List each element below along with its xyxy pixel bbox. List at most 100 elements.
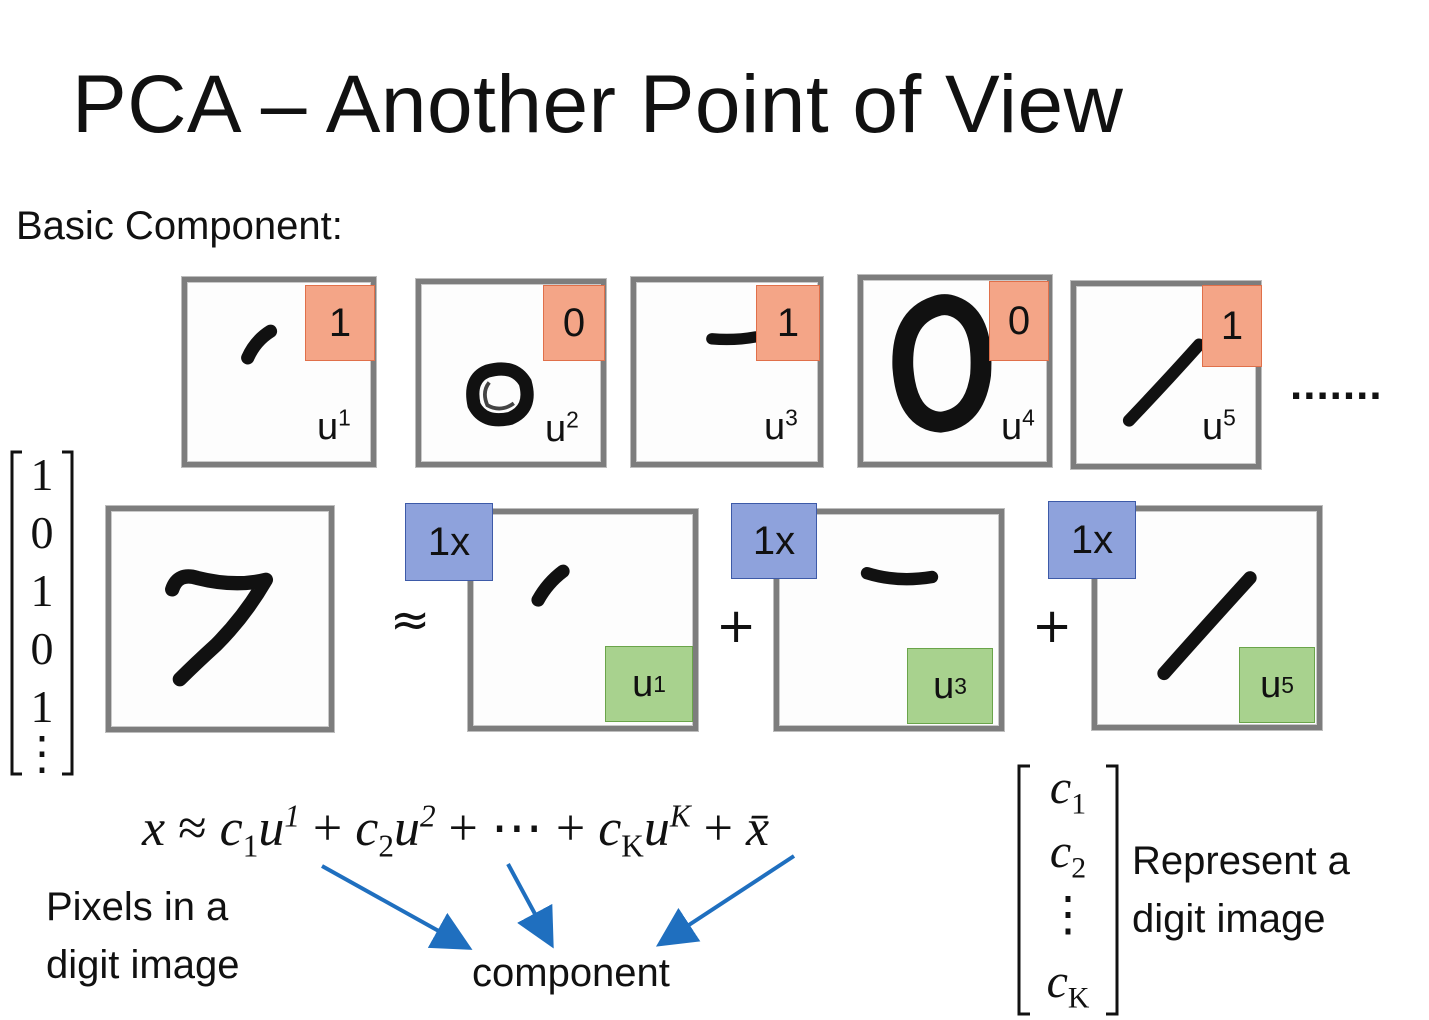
- formula-plus: +: [312, 800, 343, 857]
- pca-formula: x ≈ c1u1 + c2u2 + ⋯ + cKuK + x̄: [142, 798, 769, 861]
- basic-component-heading: Basic Component:: [16, 204, 343, 248]
- component-label-u1-base: u: [317, 406, 339, 448]
- coefficient-c1-base: c: [1049, 761, 1072, 814]
- component-label-u1-sup: 1: [338, 404, 351, 431]
- pixel-vector: 1 0 1 0 1 ⋮: [10, 449, 74, 779]
- term-coef-u1: 1x: [405, 503, 493, 581]
- formula-x: x: [142, 800, 166, 857]
- formula-cK-sub: K: [621, 828, 644, 864]
- formula-c2: c: [355, 800, 379, 857]
- pixel-vector-item: ⋮: [19, 728, 65, 779]
- coefficient-c2-base: c: [1049, 825, 1072, 878]
- component-label-u3-sup: 3: [785, 404, 798, 431]
- pixels-caption-line: Pixels in a: [46, 885, 229, 929]
- page-title: PCA – Another Point of View: [72, 59, 1124, 150]
- digit-stroke-u5: [1122, 338, 1206, 427]
- component-image-u2: 0 u2: [416, 279, 606, 467]
- coefficient-vector: c1 c2 ⋮ cK: [1016, 761, 1120, 1016]
- component-label-u4: u4: [1001, 406, 1035, 449]
- coefficient-c2: c2: [1016, 824, 1120, 883]
- component-caption: component: [472, 951, 670, 995]
- formula-dots: ⋯: [490, 800, 543, 857]
- component-badge-u5: 1: [1202, 285, 1262, 367]
- pixel-vector-item: 1: [30, 449, 54, 500]
- plus-sign: +: [1032, 598, 1073, 654]
- pixels-caption-line: digit image: [46, 943, 240, 987]
- digit-stroke-u2: [466, 362, 534, 427]
- formula-u1: u: [258, 800, 285, 857]
- pixel-vector-brackets: [10, 450, 74, 776]
- component-label-u5: u5: [1202, 406, 1236, 449]
- pixel-vector-item: 0: [30, 507, 54, 558]
- component-badge-u4: 0: [989, 281, 1049, 361]
- formula-plus: +: [703, 800, 733, 857]
- coefficient-cK-sub: K: [1067, 981, 1090, 1015]
- term-coef-u3: 1x: [731, 503, 817, 579]
- arrow-u2: [506, 863, 554, 949]
- formula-uK-sup: K: [669, 798, 691, 834]
- approx-sign: ≈: [390, 592, 431, 648]
- component-label-u3: u3: [764, 406, 798, 449]
- formula-cK: c: [598, 800, 622, 857]
- term-stroke-u1: [531, 564, 570, 607]
- component-label-u4-base: u: [1001, 406, 1023, 448]
- component-image-u5: 1 u5: [1071, 281, 1262, 469]
- component-badge-u3: 1: [756, 285, 820, 361]
- represent-caption-line: digit image: [1132, 897, 1326, 941]
- pixels-caption: Pixels in a digit image: [46, 878, 239, 994]
- component-label-u2-sup: 2: [566, 406, 579, 433]
- component-image-u3: 1 u3: [631, 277, 823, 467]
- formula-c1: c: [219, 800, 243, 857]
- component-image-u4: 0 u4: [858, 275, 1052, 467]
- component-label-u2: u2: [545, 408, 579, 451]
- arrow-u1: [321, 864, 473, 950]
- component-label-u1: u1: [317, 406, 351, 449]
- term-label-u3-base: u: [933, 664, 955, 707]
- coefficient-cK: cK: [1016, 954, 1120, 1013]
- formula-u2-sup: 2: [419, 798, 436, 834]
- coefficient-cK-base: c: [1046, 955, 1068, 1008]
- component-label-u5-sup: 5: [1223, 404, 1236, 431]
- term-coef-u5: 1x: [1048, 501, 1136, 579]
- component-image-u1: 1 u1: [182, 277, 376, 467]
- term-stroke-u5: [1157, 571, 1257, 681]
- represent-caption-line: Represent a: [1132, 839, 1350, 883]
- coefficient-c1: c1: [1016, 760, 1120, 819]
- formula-u2: u: [393, 800, 420, 857]
- formula-plus: +: [555, 800, 586, 857]
- component-label-u5-base: u: [1202, 406, 1224, 448]
- pixel-vector-item: 1: [30, 565, 54, 616]
- digit-seven-stroke: [165, 569, 274, 687]
- coefficient-vector-brackets: [1017, 764, 1119, 1016]
- digit-stroke-u3: [706, 331, 762, 346]
- term-label-u1-base: u: [632, 662, 654, 705]
- coefficient-c2-sub: 2: [1071, 851, 1087, 885]
- formula-uK: u: [643, 800, 670, 857]
- component-label-u4-sup: 4: [1022, 404, 1035, 431]
- formula-c1-sub: 1: [242, 828, 259, 864]
- coefficient-c1-sub: 1: [1071, 787, 1087, 821]
- component-badge-u1: 1: [305, 285, 375, 361]
- formula-u1-sup: 1: [284, 798, 300, 834]
- component-label-u3-base: u: [764, 406, 786, 448]
- formula-plus: +: [448, 800, 478, 857]
- term-label-u5-base: u: [1260, 663, 1282, 706]
- digit-stroke-u4: [892, 294, 992, 433]
- term-stroke-u3: [860, 566, 939, 586]
- digit-seven-image: [106, 506, 334, 732]
- plus-sign: +: [716, 598, 757, 654]
- pixel-vector-item: 0: [30, 623, 54, 674]
- formula-c2-sub: 2: [378, 828, 394, 864]
- component-label-u2-base: u: [545, 408, 567, 450]
- digit-stroke-u1: [241, 324, 278, 365]
- component-badge-u2: 0: [543, 285, 605, 361]
- arrow-uK: [655, 854, 796, 947]
- formula-approx: ≈: [178, 800, 207, 857]
- components-ellipsis: .......: [1290, 360, 1383, 409]
- represent-caption: Represent a digit image: [1132, 832, 1350, 948]
